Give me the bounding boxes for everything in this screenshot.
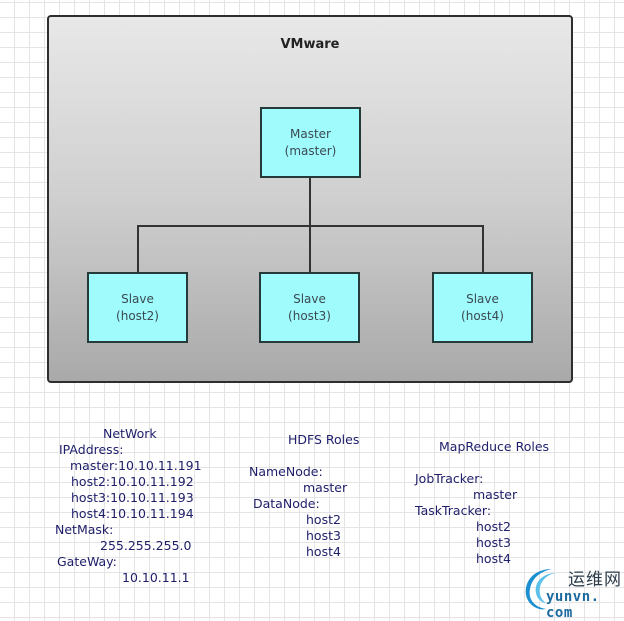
netmask-label: NetMask: [55,522,114,537]
netmask-value: 255.255.255.0 [100,538,192,553]
jobtracker-label: JobTracker: [415,471,484,486]
hdfs-title: HDFS Roles [288,432,360,447]
mapreduce-title: MapReduce Roles [439,439,550,454]
connector-host3 [309,225,311,273]
network-title: NetWork [103,426,157,441]
slave-node-label: Slave [293,291,326,306]
master-node-label: Master [290,126,331,141]
watermark-logo: 运维网 yunvn. com [522,563,622,621]
datanode-label: DataNode: [253,496,320,511]
ip-master: master:10.10.11.191 [70,458,202,473]
datanode-host2: host2 [306,512,341,527]
ip-host4: host4:10.10.11.194 [71,506,194,521]
watermark-cn: 运维网 [568,570,622,590]
namenode-value: master [303,480,348,495]
ip-host3: host3:10.10.11.193 [71,490,194,505]
tasktracker-host4: host4 [476,551,511,566]
slave-node-host: (host4) [461,308,504,323]
tasktracker-host2: host2 [476,519,511,534]
master-node: Master (master) [260,107,361,178]
namenode-label: NameNode: [249,464,323,479]
vmware-title: VMware [280,37,340,52]
slave-node-host3: Slave (host3) [259,272,360,343]
datanode-host4: host4 [306,544,341,559]
slave-node-host: (host3) [288,308,331,323]
jobtracker-value: master [473,487,518,502]
watermark-en: yunvn. com [546,589,600,621]
connector-host2 [137,225,139,273]
connector-master-down [309,177,311,226]
connector-host4 [482,225,484,273]
slave-node-host2: Slave (host2) [87,272,188,343]
slave-node-label: Slave [466,291,499,306]
gateway-label: GateWay: [57,554,117,569]
tasktracker-host3: host3 [476,535,511,550]
datanode-host3: host3 [306,528,341,543]
master-node-host: (master) [284,143,337,158]
swirl-logo-icon [525,569,556,610]
ip-host2: host2:10.10.11.192 [71,474,194,489]
gateway-value: 10.10.11.1 [122,570,190,585]
tasktracker-label: TaskTracker: [415,503,492,518]
ip-address-label: IPAddress: [59,442,124,457]
slave-node-host: (host2) [116,308,159,323]
slave-node-host4: Slave (host4) [432,272,533,343]
slave-node-label: Slave [121,291,154,306]
